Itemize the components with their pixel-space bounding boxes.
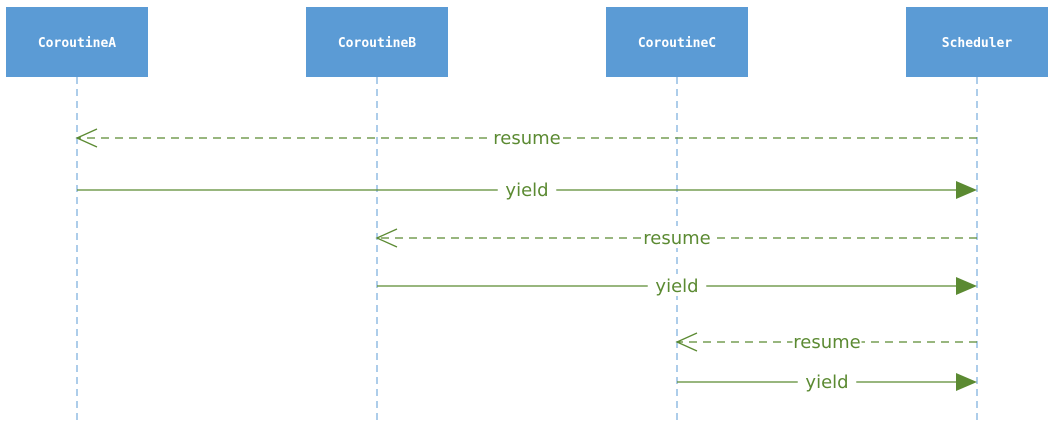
message-label-bg: [497, 178, 557, 200]
message-yield-6: yield: [677, 370, 977, 393]
participant-scheduler: Scheduler: [906, 7, 1048, 77]
message-label: resume: [493, 128, 560, 149]
message-resume-1: resume: [75, 126, 977, 149]
open-arrowhead-icon: [75, 128, 98, 148]
participant-label: CoroutineC: [638, 36, 716, 51]
participant-box: [906, 7, 1048, 77]
participant-label: Scheduler: [942, 36, 1013, 51]
participant-label: CoroutineA: [38, 36, 116, 51]
participant-box: [606, 7, 748, 77]
message-resume-3: resume: [375, 226, 977, 249]
messages: resume yield resume yield resume yield: [75, 126, 977, 393]
message-label: resume: [643, 228, 710, 249]
filled-arrowhead-icon: [956, 277, 977, 295]
participant-box: [6, 7, 148, 77]
participant-coroutineb: CoroutineB: [306, 7, 448, 77]
participant-coroutinea: CoroutineA: [6, 7, 148, 77]
message-label-bg: [647, 274, 707, 296]
participants: CoroutineA CoroutineB CoroutineC Scheduler: [6, 7, 1048, 77]
message-label-bg: [792, 330, 862, 352]
participant-coroutinec: CoroutineC: [606, 7, 748, 77]
participant-box: [306, 7, 448, 77]
message-label: resume: [793, 332, 860, 353]
filled-arrowhead-icon: [956, 373, 977, 391]
open-arrowhead-icon: [375, 228, 398, 248]
lifelines: [76, 77, 978, 423]
message-resume-5: resume: [675, 330, 977, 353]
participant-label: CoroutineB: [338, 36, 416, 51]
message-label-bg: [797, 370, 857, 392]
message-label: yield: [505, 180, 548, 201]
message-label-bg: [492, 126, 562, 148]
message-yield-4: yield: [377, 274, 977, 297]
message-yield-2: yield: [77, 178, 977, 201]
message-label-bg: [642, 226, 712, 248]
filled-arrowhead-icon: [956, 181, 977, 199]
open-arrowhead-icon: [675, 332, 698, 352]
message-label: yield: [805, 372, 848, 393]
message-label: yield: [655, 276, 698, 297]
